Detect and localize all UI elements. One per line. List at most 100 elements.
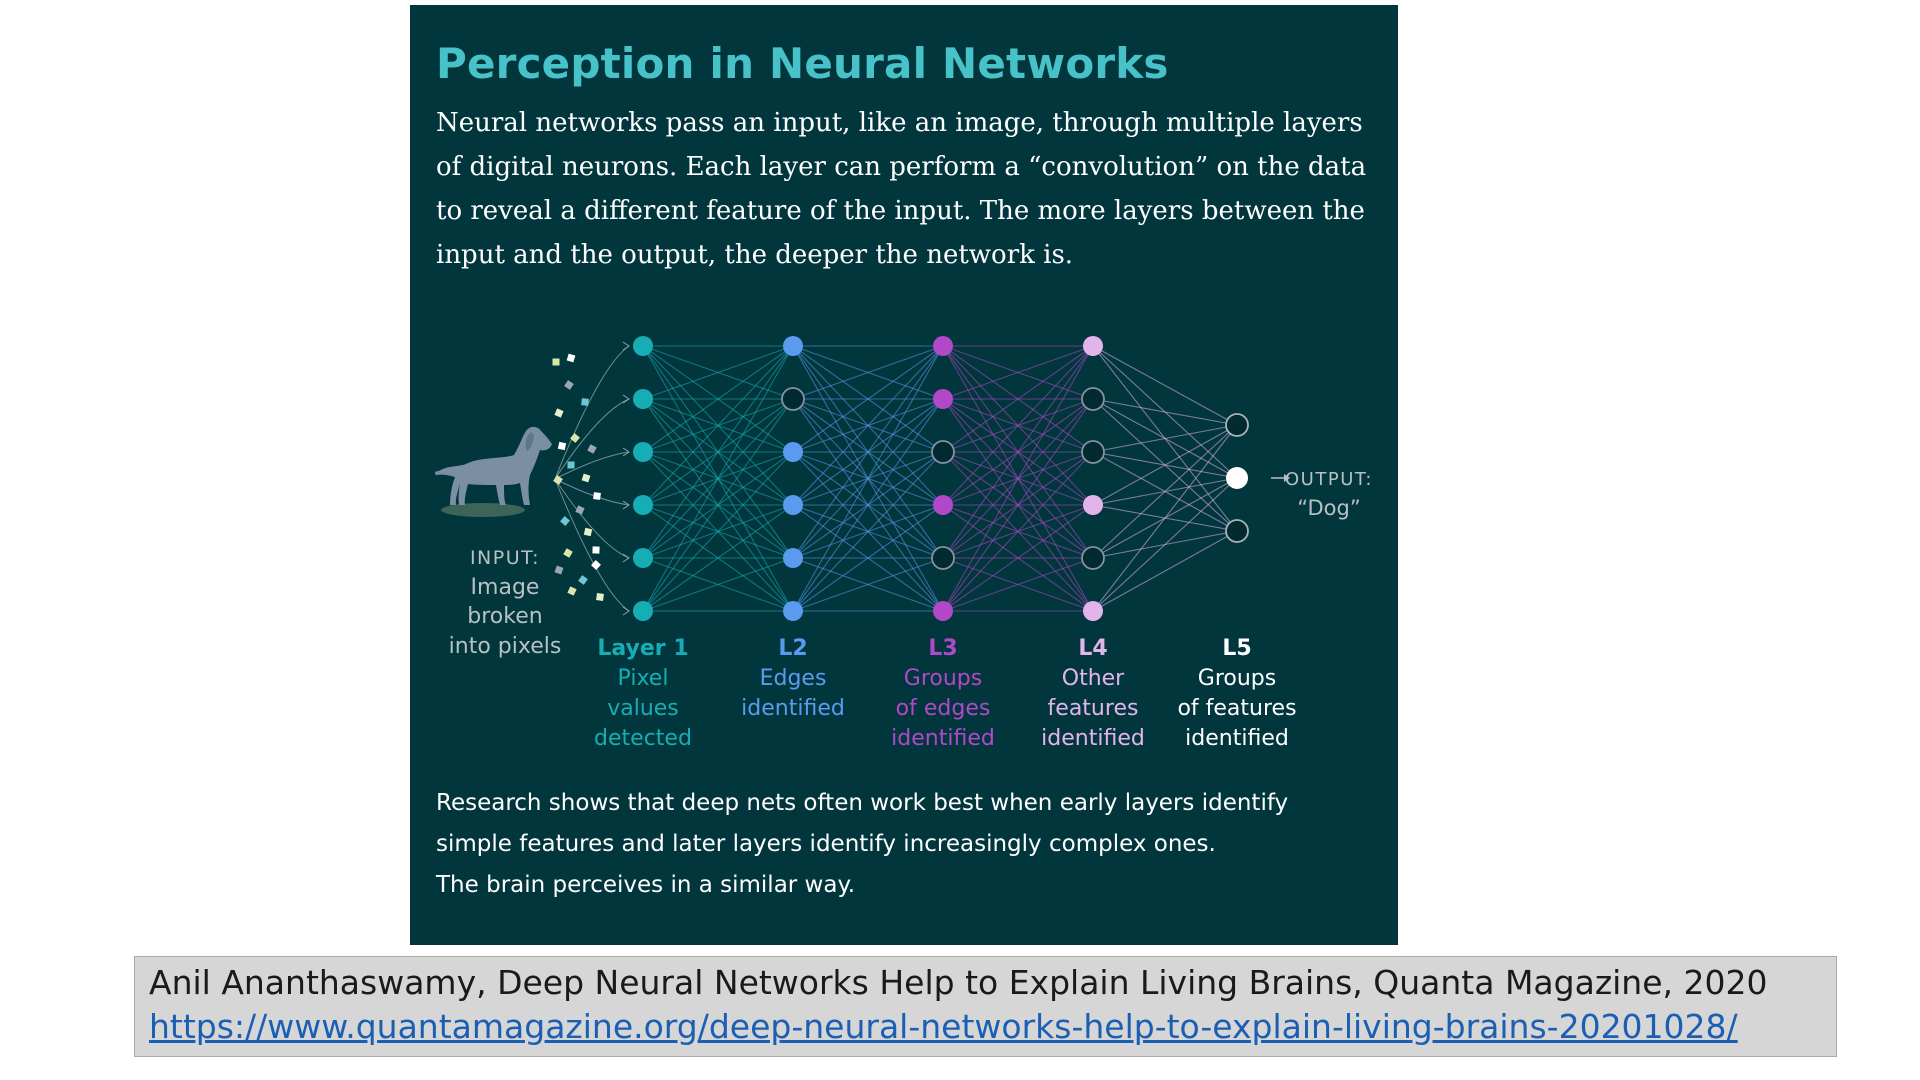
network-node [1081,387,1105,411]
input-arrowhead [622,447,630,457]
research-line: simple features and later layers identif… [436,831,1216,857]
input-label-line: Image [471,575,540,600]
network-connection [642,504,794,612]
network-node [1083,601,1103,621]
layer-description: of edges [896,696,991,721]
network-connection [642,345,794,612]
network-node [783,548,803,568]
layer-name: Layer 1 [597,636,688,661]
pixel-square [596,593,604,601]
input-arrowhead [622,394,630,404]
layer-description: identified [1041,726,1145,751]
pixel-square [592,546,600,554]
network-connection [942,398,1094,612]
citation-text: Anil Ananthaswamy, Deep Neural Networks … [149,963,1768,1002]
pixel-square [557,441,567,451]
input-arrowhead [622,500,630,510]
layer-description: Groups [1198,666,1276,691]
network-node [1081,440,1105,464]
network-connection [942,345,1094,453]
pixel-square [578,575,588,585]
pixel-square [564,380,574,390]
layer-name: L2 [778,636,807,661]
pixel-square [552,358,560,366]
network-connection [1092,477,1238,612]
network-connection [942,345,1094,612]
network-node [1083,495,1103,515]
pixel-square [563,548,573,558]
network-connection [792,345,944,400]
pixel-square [581,398,589,406]
research-line: The brain perceives in a similar way. [436,872,856,898]
pixel-square [554,565,564,575]
network-connection [1092,424,1238,506]
network-connection [642,345,794,559]
pixel-square [567,461,575,469]
network-connection [1092,398,1238,426]
layer-description: Pixel [618,666,669,691]
network-connection [792,345,944,612]
network-connection [642,345,794,400]
pixel-square [575,505,585,515]
network-connection [942,345,1094,506]
network-node [783,495,803,515]
layer-description: values [607,696,679,721]
network-node [931,546,955,570]
network-node [633,601,653,621]
network-node [633,495,653,515]
pixel-square [553,475,563,485]
input-label-line: into pixels [449,634,562,659]
network-diagram: INPUT: Image broken into pixels OUTPUT: … [435,336,1373,751]
pixel-square [554,408,564,418]
network-connection [642,345,794,506]
network-node [933,389,953,409]
network-node [1226,467,1248,489]
network-connection [942,345,1094,559]
citation-link[interactable]: https://www.quantamagazine.org/deep-neur… [149,1007,1738,1046]
network-connection [942,345,1094,400]
output-label-line: OUTPUT: [1285,469,1373,490]
research-note: Research shows that deep nets often work… [436,783,1288,906]
input-arrowhead [622,553,630,563]
input-arrowhead [622,606,630,616]
input-label-line: INPUT: [470,547,540,569]
network-node [1083,336,1103,356]
network-connection [1092,424,1238,612]
network-node [633,548,653,568]
network-connection [942,451,1094,612]
figure-panel: Perception in Neural Networks Neural net… [410,5,1398,945]
figure-intro: Neural networks pass an input, like an i… [436,108,1367,270]
network-node [633,389,653,409]
pixel-square [591,560,601,570]
input-arrow [554,398,630,480]
input-label-line: broken [467,604,542,629]
input-label: INPUT: Image broken into pixels [449,547,562,659]
input-arrow [554,451,630,480]
network-connection [792,557,944,612]
network-node [633,442,653,462]
network-connection [792,345,944,506]
output-label: OUTPUT: “Dog” [1285,469,1373,520]
network-node [931,440,955,464]
layer-name: L3 [928,636,957,661]
network-connections [642,345,1238,612]
layer-description: identified [1185,726,1289,751]
pixel-square [593,492,601,500]
layer-description: Groups [904,666,982,691]
layer-name: L4 [1078,636,1107,661]
network-connection [1092,424,1238,559]
network-node [933,495,953,515]
output-arrow [1271,474,1290,482]
input-arrowhead [622,341,630,351]
pixel-square [566,353,576,363]
network-node [933,601,953,621]
layer-name: L5 [1222,636,1251,661]
network-connection [642,345,794,453]
pixel-square [567,586,577,596]
layer-description: features [1048,696,1139,721]
research-line: Research shows that deep nets often work… [436,790,1289,816]
network-connection [792,504,944,612]
network-node [933,336,953,356]
network-connection [792,345,944,453]
citation-box: Anil Ananthaswamy, Deep Neural Networks … [134,956,1837,1057]
